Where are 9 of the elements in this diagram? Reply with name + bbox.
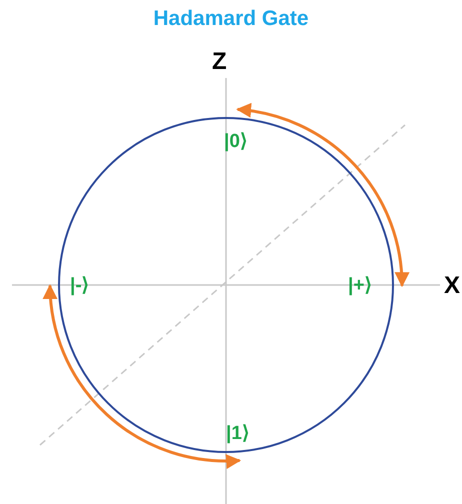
axis-label: Z <box>212 50 227 74</box>
state-label: |0⟩ <box>224 132 247 151</box>
curved-arrow <box>43 284 242 468</box>
state-label: |-⟩ <box>70 276 89 295</box>
curved-arrow <box>236 104 409 288</box>
title: Hadamard Gate <box>152 8 310 29</box>
axis-label: X <box>444 274 460 298</box>
state-label: |+⟩ <box>348 276 372 295</box>
state-label: |1⟩ <box>226 424 249 443</box>
